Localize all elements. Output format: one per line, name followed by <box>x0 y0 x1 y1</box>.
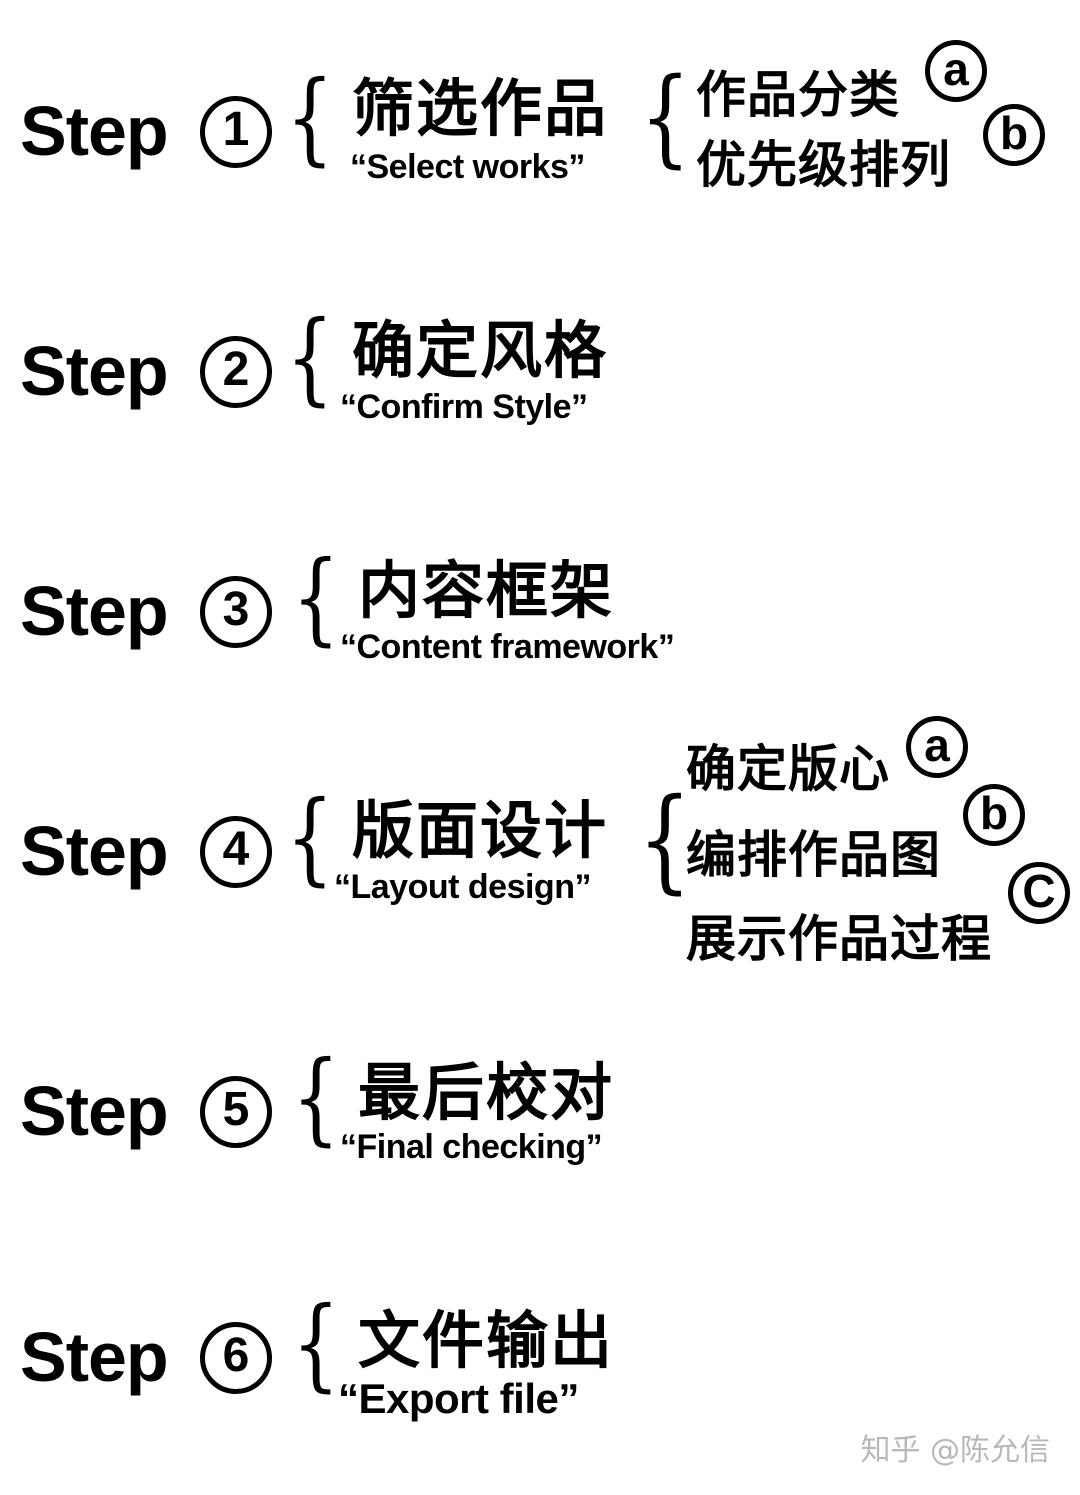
step-6-number-circle: 6 <box>200 1322 272 1394</box>
step-1-subtitle: “Select works” <box>350 148 585 186</box>
step-2-number: 2 <box>222 343 250 396</box>
step-4-sub-brace: { <box>638 775 692 905</box>
step-2-title: 确定风格 <box>352 314 609 387</box>
step-1-brace: { <box>286 59 334 176</box>
step-1-number-circle: 1 <box>200 96 272 168</box>
step-3-number-circle: 3 <box>200 576 272 648</box>
step-2-subtitle: “Confirm Style” <box>340 388 588 426</box>
step-4-subitem-1-marker: a <box>906 716 968 778</box>
step-2-word: Step <box>20 332 169 410</box>
step-4-title: 版面设计 <box>352 794 609 867</box>
step-1-title: 筛选作品 <box>352 72 609 145</box>
step-4-subitem-2: 编排作品图 <box>686 826 941 884</box>
step-3-brace: { <box>292 539 340 656</box>
step-5-subtitle: “Final checking” <box>340 1128 603 1166</box>
step-1-subitem-1: 作品分类 <box>696 66 900 124</box>
step-5-title: 最后校对 <box>358 1056 615 1129</box>
step-2-number-circle: 2 <box>200 336 272 408</box>
step-5-brace: { <box>292 1039 340 1156</box>
step-6-subtitle: “Export file” <box>338 1375 579 1422</box>
step-4-subitem-3-marker: C <box>1008 862 1070 924</box>
step-1-subitem-2: 优先级排列 <box>696 136 951 194</box>
step-5-number: 5 <box>222 1083 250 1136</box>
step-4-subitem-3: 展示作品过程 <box>686 910 992 968</box>
step-4-subitem-1: 确定版心 <box>686 740 890 798</box>
step-3-word: Step <box>20 572 169 650</box>
step-3-title: 内容框架 <box>358 554 615 627</box>
step-4-brace: { <box>286 779 334 896</box>
step-1-number: 1 <box>222 103 250 156</box>
step-6-title: 文件输出 <box>358 1304 615 1377</box>
step-3-number: 3 <box>222 583 250 636</box>
step-3-subtitle: “Content framework” <box>340 628 675 666</box>
step-1-sub-brace: { <box>640 55 691 178</box>
step-4-subtitle: “Layout design” <box>334 868 591 906</box>
step-4-subitem-2-marker: b <box>963 784 1025 846</box>
watermark: 知乎 @陈允信 <box>860 1433 1050 1468</box>
step-1-subitem-2-marker: b <box>983 104 1045 166</box>
step-4-number-circle: 4 <box>200 816 272 888</box>
step-6-number: 6 <box>222 1329 250 1382</box>
step-1-word: Step <box>20 92 169 170</box>
step-5-word: Step <box>20 1072 169 1150</box>
step-2-brace: { <box>286 299 334 416</box>
step-5-number-circle: 5 <box>200 1076 272 1148</box>
step-6-word: Step <box>20 1318 169 1396</box>
step-6-brace: { <box>292 1285 340 1402</box>
step-1-subitem-1-marker: a <box>925 40 987 102</box>
step-4-number: 4 <box>222 823 250 876</box>
step-4-word: Step <box>20 812 169 890</box>
